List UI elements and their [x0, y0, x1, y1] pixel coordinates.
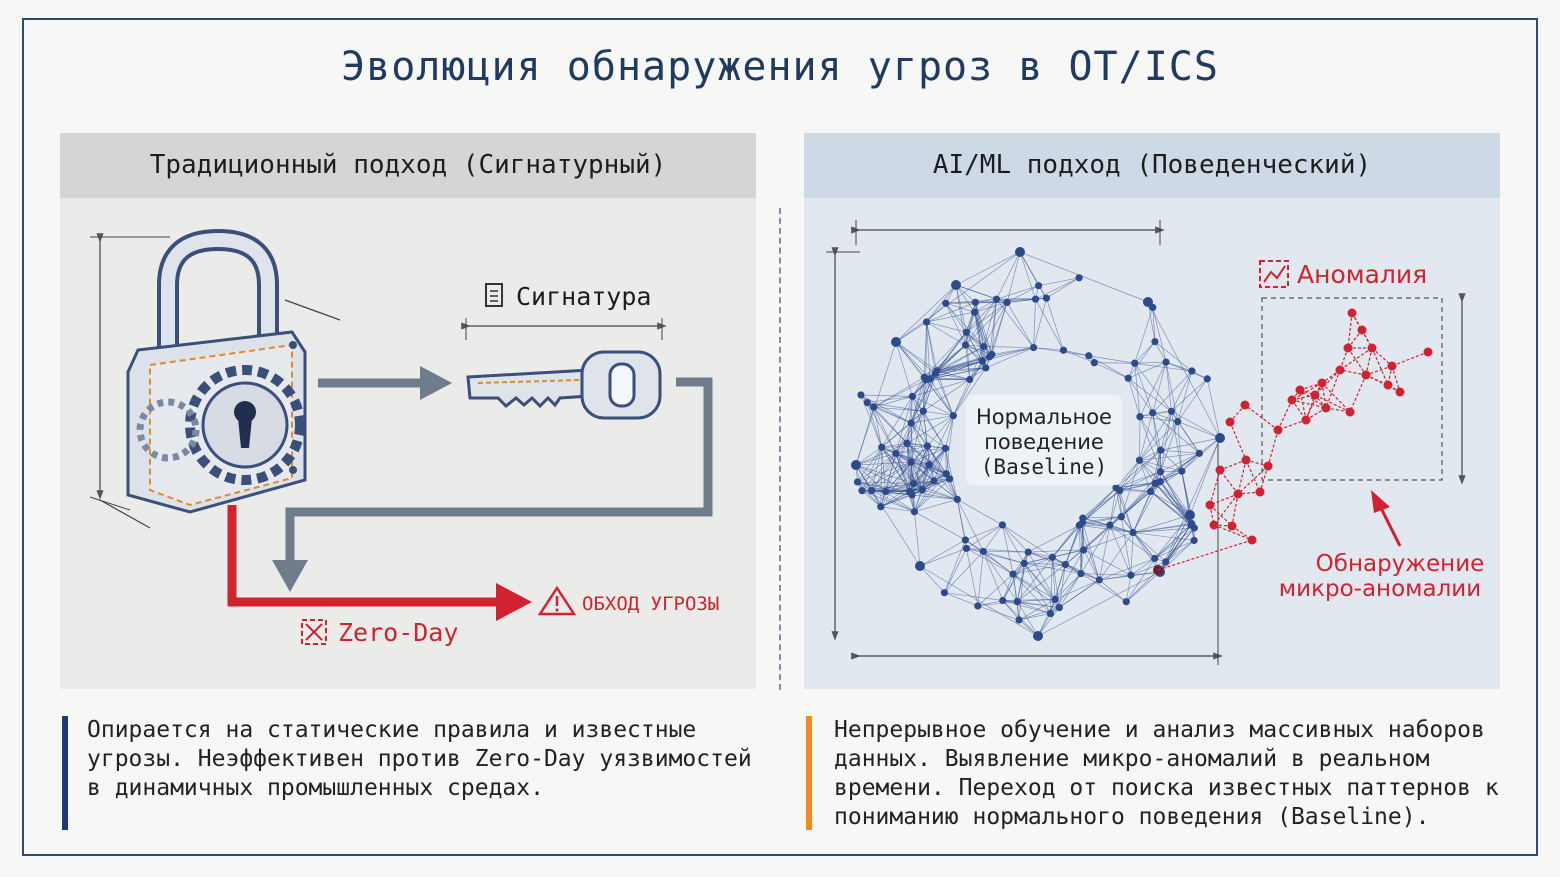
key-icon [466, 350, 662, 420]
micro-anomaly-label-2: микро-аномалии [1279, 576, 1481, 602]
traditional-description: Опирается на статические правила и извес… [87, 717, 752, 801]
aiml-heading: AI/ML подход (Поведенческий) [804, 133, 1500, 198]
micro-anomaly-label-1: Обнаружение [1316, 551, 1485, 577]
zero-day-label: Zero-Day [338, 618, 458, 647]
signature-label: Сигнатура [516, 282, 651, 311]
page-title: Эволюция обнаружения угроз в OT/ICS [341, 44, 1219, 90]
baseline-label-3: (Baseline) [981, 455, 1107, 479]
document-icon [485, 283, 503, 307]
padlock-icon [89, 228, 341, 529]
bypass-label: ОБХОД УГРОЗЫ [582, 593, 719, 615]
broken-shield-icon [301, 619, 327, 645]
traditional-heading: Традиционный подход (Сигнатурный) [60, 133, 756, 198]
left-accent-bar [62, 716, 68, 830]
anomaly-label: Аномалия [1297, 260, 1427, 289]
baseline-label-2: поведение [984, 430, 1104, 454]
warning-icon [537, 585, 577, 616]
baseline-label-1: Нормальное [976, 405, 1112, 429]
trend-chart-icon [1259, 260, 1289, 288]
baseline-network [851, 247, 1225, 641]
panel-divider [779, 208, 781, 690]
aiml-description: Непрерывное обучение и анализ массивных … [834, 717, 1499, 830]
right-accent-bar [806, 716, 812, 830]
